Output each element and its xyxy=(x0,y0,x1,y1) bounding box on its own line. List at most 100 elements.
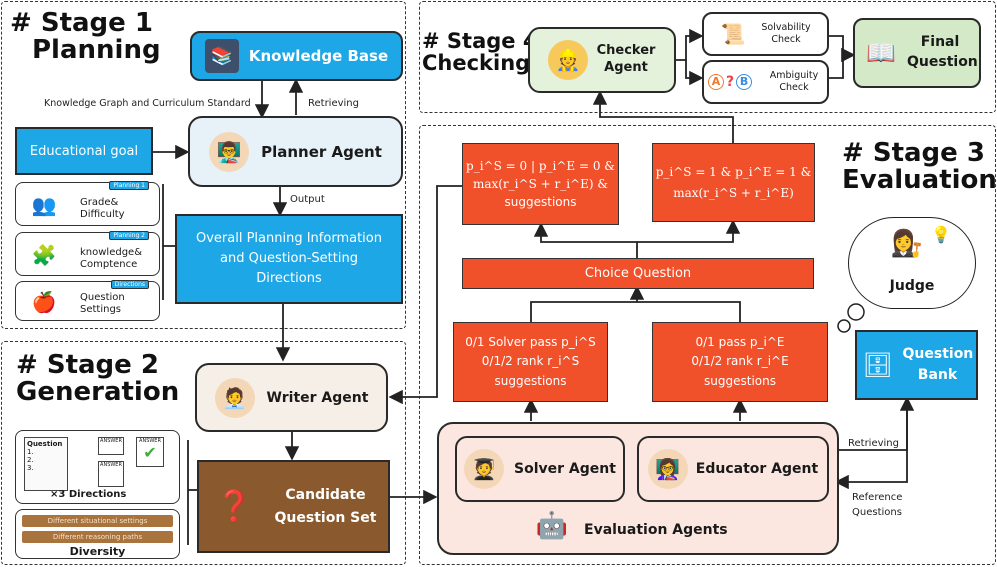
question-bank-label: Question Bank xyxy=(902,346,974,383)
fail-condition-line: p_i^S = 0 | p_i^E = 0 & xyxy=(466,159,615,173)
final-question-box[interactable]: 📖 Final Question xyxy=(853,18,981,88)
class-icon: 🍎 xyxy=(31,290,57,314)
directions-label: ×3 Directions xyxy=(50,489,127,500)
diversity-label: Diversity xyxy=(69,545,126,558)
retrieving-bank-label: Retrieving xyxy=(848,438,899,449)
solver-result-box[interactable]: 0/1 Solver pass p_i^S 0/1/2 rank r_i^S s… xyxy=(453,322,608,402)
fail-result-box[interactable]: p_i^S = 0 | p_i^E = 0 & max(r_i^S + r_i^… xyxy=(462,143,619,225)
stage4-title-line2: Checking xyxy=(422,51,531,76)
fail-suggestions-line: suggestions xyxy=(504,195,577,209)
planning-1-tag: Planning 1 xyxy=(109,181,149,190)
diversity-item-1: Different situational settings xyxy=(22,515,173,527)
question-line-3: 3. xyxy=(27,464,34,472)
planner-agent-box[interactable]: 👨‍🏫 Planner Agent xyxy=(188,116,403,187)
stage2-title-line1: # Stage 2 xyxy=(16,350,159,380)
student-icon: 🧑‍🎓 xyxy=(464,449,505,489)
retrieving-label: Retrieving xyxy=(308,98,359,109)
choice-question-label: Choice Question xyxy=(584,266,692,281)
solver-suggestions-line: suggestions xyxy=(494,373,567,388)
writer-agent-box[interactable]: 🧑‍💼 Writer Agent xyxy=(195,363,388,432)
diversity-item-2: Different reasoning paths xyxy=(22,531,173,543)
solver-pass-line: 0/1 Solver pass p_i^S xyxy=(465,335,596,350)
evaluation-agents-label: Evaluation Agents xyxy=(584,522,728,538)
diversity-panel: Different situational settings Different… xyxy=(15,509,180,559)
solvability-check-box[interactable]: 📜 Solvability Check xyxy=(702,12,829,56)
checker-agent-box[interactable]: 👷 Checker Agent xyxy=(528,27,676,93)
final-question-label: Final Question xyxy=(907,34,978,70)
stage3-title-line1: # Stage 3 xyxy=(842,138,985,168)
educator-icon: 👩‍🏫 xyxy=(647,449,688,489)
ambiguity-check-label: Ambiguity Check xyxy=(769,69,819,93)
overall-planning-label: Overall Planning Information and Questio… xyxy=(196,230,382,287)
question-line-1: 1. xyxy=(27,448,34,456)
educator-result-box[interactable]: 0/1 pass p_i^E 0/1/2 rank r_i^E suggesti… xyxy=(652,322,828,402)
lightbulb-icon: 💡 xyxy=(931,224,951,244)
stage1-title-line2: Planning xyxy=(32,35,161,66)
writer-agent-label: Writer Agent xyxy=(266,389,369,406)
stage1-panel xyxy=(1,1,406,329)
answer-card-3: ANSWER xyxy=(98,461,124,487)
knowledge-base-label: Knowledge Base xyxy=(248,47,389,65)
solver-agent-box[interactable]: 🧑‍🎓 Solver Agent xyxy=(455,436,625,502)
badge-a: A xyxy=(708,74,724,90)
stage3-title: # Stage 3 Evaluation xyxy=(842,138,997,196)
planner-agent-label: Planner Agent xyxy=(261,142,382,161)
stage1-title-line1: # Stage 1 xyxy=(10,8,153,38)
puzzle-icon: 🧩 xyxy=(31,243,57,267)
answer-card-2-label: ANSWER xyxy=(139,438,161,444)
badge-b: B xyxy=(736,74,753,90)
scroll-icon: 📜 xyxy=(720,22,746,46)
question-stack-icon: ❓ xyxy=(215,489,254,524)
pass-max-line: max(r_i^S + r_i^E) xyxy=(673,185,794,200)
ambiguity-check-box[interactable]: A ? B Ambiguity Check xyxy=(702,60,829,104)
educator-pass-line: 0/1 pass p_i^E xyxy=(695,335,785,350)
planning-2-tag: Planning 2 xyxy=(109,231,149,240)
badge-question: ? xyxy=(726,74,735,90)
books-icon: 📚 xyxy=(204,39,239,73)
candidate-set-label: Candidate Question Set xyxy=(274,487,377,526)
grade-difficulty-label: Grade& Difficulty xyxy=(80,197,125,220)
stage1-title: # Stage 1 Planning xyxy=(10,8,161,66)
directions-panel: Question 1. 2. 3. ANSWER ANSWER ✔ ANSWER… xyxy=(15,430,180,504)
stage2-title-line2: Generation xyxy=(16,377,180,408)
planning-item-3: Directions 🍎 Question Settings xyxy=(15,280,160,321)
question-settings-label: Question Settings xyxy=(80,292,125,315)
educator-agent-box[interactable]: 👩‍🏫 Educator Agent xyxy=(637,436,829,502)
database-icon: 🗄 xyxy=(862,351,893,379)
educational-goal-label: Educational goal xyxy=(29,143,139,159)
stage2-panel xyxy=(1,341,406,565)
robot-icon: 🤖 xyxy=(535,511,569,541)
answer-card-1: ANSWER xyxy=(98,437,124,455)
judge-icon: 👩‍⚖️ xyxy=(890,229,924,259)
worker-icon: 👷 xyxy=(548,40,588,80)
pass-condition-line: p_i^S = 1 & p_i^E = 1 & xyxy=(655,165,812,180)
pass-result-box[interactable]: p_i^S = 1 & p_i^E = 1 & max(r_i^S + r_i^… xyxy=(652,143,815,222)
knowledge-competence-label: knowledge& Comptence xyxy=(80,247,143,270)
stage3-title-line2: Evaluation xyxy=(842,165,997,196)
kg-curriculum-label: Knowledge Graph and Curriculum Standard xyxy=(44,98,251,109)
answer-card-2: ANSWER ✔ xyxy=(136,437,164,467)
stage4-title: # Stage 4 Checking xyxy=(422,30,537,74)
solver-rank-line: 0/1/2 rank r_i^S xyxy=(481,354,580,369)
educational-goal-box[interactable]: Educational goal xyxy=(15,127,153,175)
educator-suggestions-line: suggestions xyxy=(704,373,776,388)
writer-icon: 🧑‍💼 xyxy=(214,377,255,418)
candidate-question-set-box[interactable]: ❓ Candidate Question Set xyxy=(197,460,390,553)
question-line-2: 2. xyxy=(27,456,34,464)
ambiguity-icon: A ? B xyxy=(708,67,764,97)
judge-cloud: 👩‍⚖️ 💡 Judge xyxy=(848,217,976,309)
output-label: Output xyxy=(290,194,325,205)
fail-max-line: max(r_i^S + r_i^E) & xyxy=(472,177,609,191)
knowledge-base-box[interactable]: 📚 Knowledge Base xyxy=(190,31,403,81)
educator-rank-line: 0/1/2 rank r_i^E xyxy=(691,354,789,369)
question-bank-box[interactable]: 🗄 Question Bank xyxy=(855,330,978,400)
directions-tag: Directions xyxy=(110,280,149,289)
book-icon: 📖 xyxy=(866,39,896,67)
reference-questions-label: Reference Questions xyxy=(852,492,903,518)
planning-item-1: Planning 1 👥 Grade& Difficulty xyxy=(15,181,160,226)
choice-question-box[interactable]: Choice Question xyxy=(462,258,814,289)
overall-planning-box[interactable]: Overall Planning Information and Questio… xyxy=(175,214,403,304)
question-card: Question 1. 2. 3. xyxy=(24,437,68,491)
planning-item-2: Planning 2 🧩 knowledge& Comptence xyxy=(15,231,160,276)
solver-agent-label: Solver Agent xyxy=(514,461,616,477)
